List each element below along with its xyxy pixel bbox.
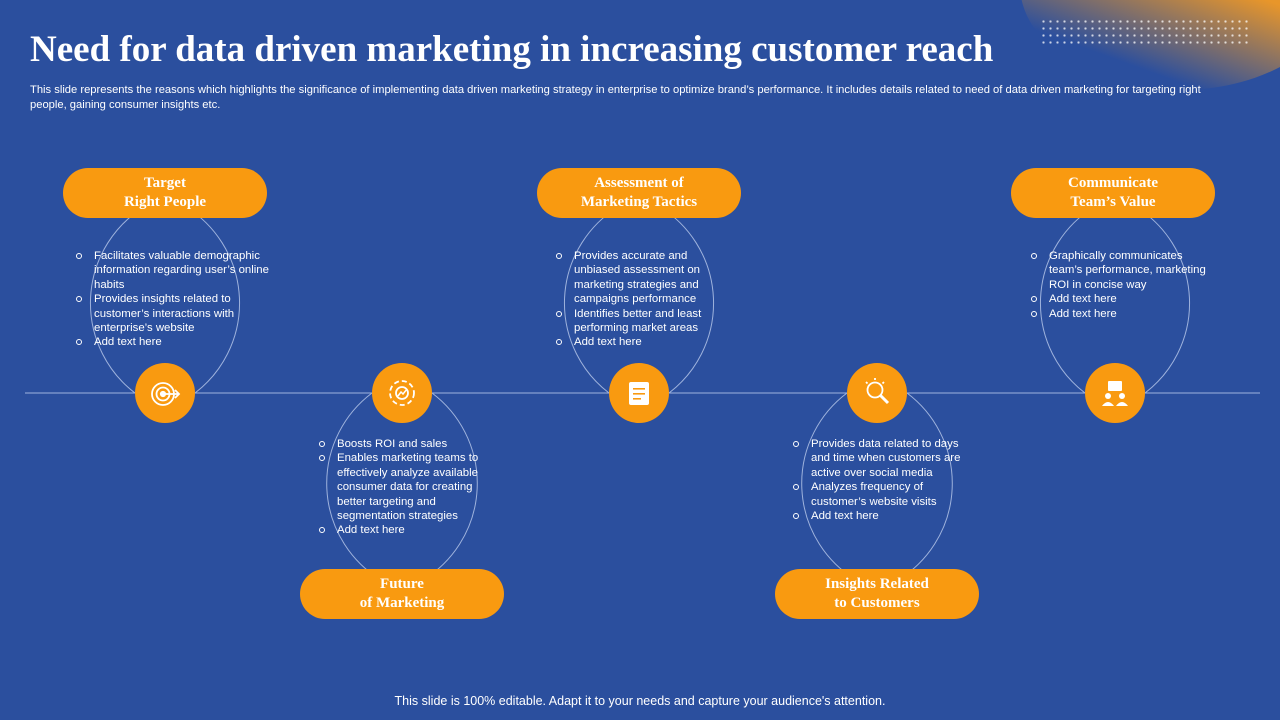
heading-pill-insights-related-to-customers: Insights Related to Customers [775, 569, 979, 619]
bullet-item: Provides data related to days and time w… [791, 437, 971, 480]
arc-2-left [326, 392, 382, 581]
slide-subtitle: This slide represents the reasons which … [30, 84, 1201, 111]
bullet-item: Analyzes frequency of customer’s website… [791, 480, 971, 509]
bullet-item: Add text here [1029, 307, 1209, 321]
heading-pill-future-of-marketing: Future of Marketing [300, 569, 504, 619]
arc-4-left [801, 392, 857, 581]
bullet-item: Add text here [791, 509, 971, 523]
team-presentation-icon [1085, 363, 1145, 423]
bullet-item: Provides insights related to customer’s … [74, 292, 274, 335]
slide-footer: This slide is 100% editable. Adapt it to… [394, 694, 886, 708]
bullet-list-communicate-teams-value: Graphically communicates team’s performa… [1029, 249, 1209, 321]
bullet-list-target-right-people: Facilitates valuable demographic informa… [74, 249, 274, 350]
target-icon [135, 363, 195, 423]
bullet-item: Identifies better and least performing m… [554, 307, 724, 336]
heading-pill-communicate-teams-value: Communicate Team’s Value [1011, 168, 1215, 218]
arc-4-right [897, 392, 953, 581]
arc-1-left [89, 206, 145, 394]
arc-2-right [422, 392, 478, 581]
arc-5-left [1039, 206, 1095, 394]
dot-pattern-decoration [1040, 18, 1250, 46]
bullet-list-insights-related-to-customers: Provides data related to days and time w… [791, 437, 971, 523]
arc-3-right [659, 206, 715, 394]
heading-pill-target-right-people: Target Right People [63, 168, 267, 218]
arc-5-right [1135, 206, 1191, 394]
bullet-item: Add text here [554, 335, 724, 349]
bullet-item: Add text here [74, 335, 274, 349]
growth-gear-icon [372, 363, 432, 423]
bullet-item: Add text here [317, 523, 497, 537]
bullet-item: Add text here [1029, 292, 1209, 306]
slide-title: Need for data driven marketing in increa… [30, 29, 994, 70]
bullet-item: Graphically communicates team’s performa… [1029, 249, 1209, 292]
arc-1-right [185, 206, 241, 394]
bullet-list-assessment-of-marketing-tactics: Provides accurate and unbiased assessmen… [554, 249, 724, 350]
bullet-item: Enables marketing teams to effectively a… [317, 451, 497, 523]
report-icon [609, 363, 669, 423]
bullet-item: Boosts ROI and sales [317, 437, 497, 451]
arc-3-left [563, 206, 619, 394]
insight-bulb-icon [847, 363, 907, 423]
bullet-item: Provides accurate and unbiased assessmen… [554, 249, 724, 307]
bullet-list-future-of-marketing: Boosts ROI and sales Enables marketing t… [317, 437, 497, 538]
heading-pill-assessment-of-marketing-tactics: Assessment of Marketing Tactics [537, 168, 741, 218]
bullet-item: Facilitates valuable demographic informa… [74, 249, 274, 292]
